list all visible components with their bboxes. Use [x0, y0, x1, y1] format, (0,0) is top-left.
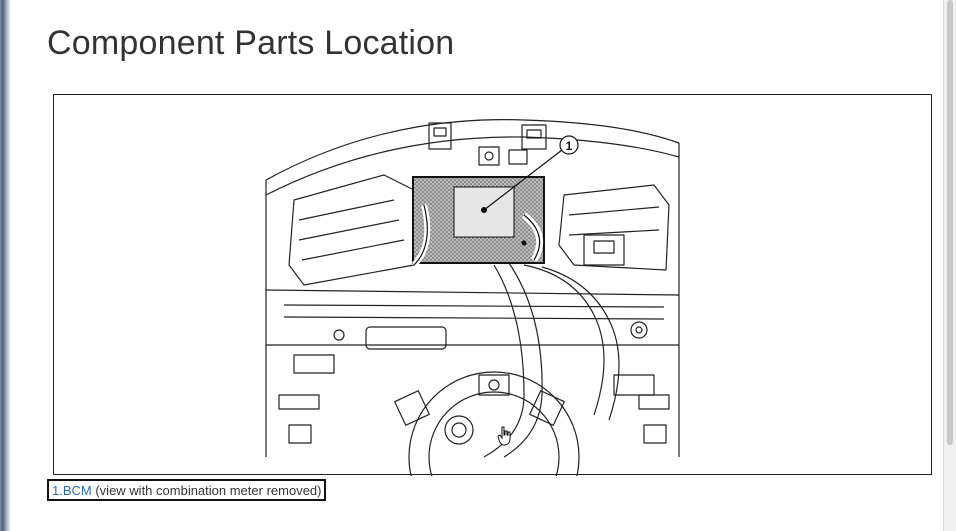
vertical-scrollbar[interactable]: [943, 0, 956, 531]
caption-description: (view with combination meter removed): [91, 483, 322, 498]
component-location-diagram: 1: [265, 119, 680, 476]
figure-frame: 1: [53, 94, 932, 476]
callout-marker: [483, 135, 579, 211]
bcm-link[interactable]: 1.BCM: [52, 483, 92, 498]
window-left-edge: [0, 0, 10, 531]
figure-caption: 1.BCM (view with combination meter remov…: [47, 479, 327, 501]
page-title: Component Parts Location: [47, 24, 455, 62]
scrollbar-thumb[interactable]: [947, 0, 953, 445]
callout-number: 1: [566, 139, 573, 153]
bcm-unit: [411, 176, 545, 268]
hand-pointer-icon: [497, 426, 511, 446]
